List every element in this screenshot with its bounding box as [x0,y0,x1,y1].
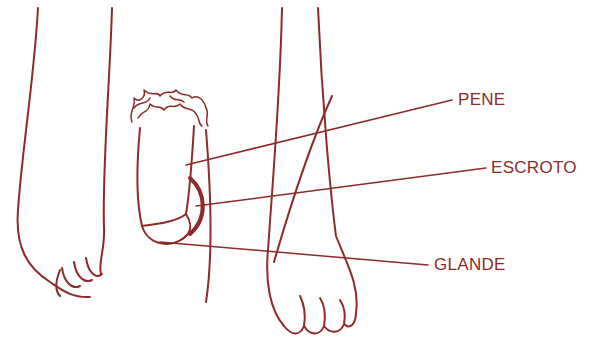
glans [142,214,190,244]
penis-shaft [138,128,142,226]
right-leg-outline [267,8,284,326]
left-leg-outline [18,8,90,297]
right-foot-toes [284,296,356,334]
leader-line [160,242,428,265]
left-leg-outline [100,8,112,274]
left-foot-toes [56,258,102,296]
part-label: PENE [458,90,506,110]
inner-leg-line [206,130,211,302]
part-label: GLANDE [434,255,506,275]
penis-shaft [186,126,194,214]
right-leg-outline [318,8,357,312]
right-leg-outline [274,96,332,262]
leader-line [186,100,452,165]
part-label: ESCROTO [491,158,577,178]
leader-line [196,168,486,206]
pubic-hair [131,90,208,126]
